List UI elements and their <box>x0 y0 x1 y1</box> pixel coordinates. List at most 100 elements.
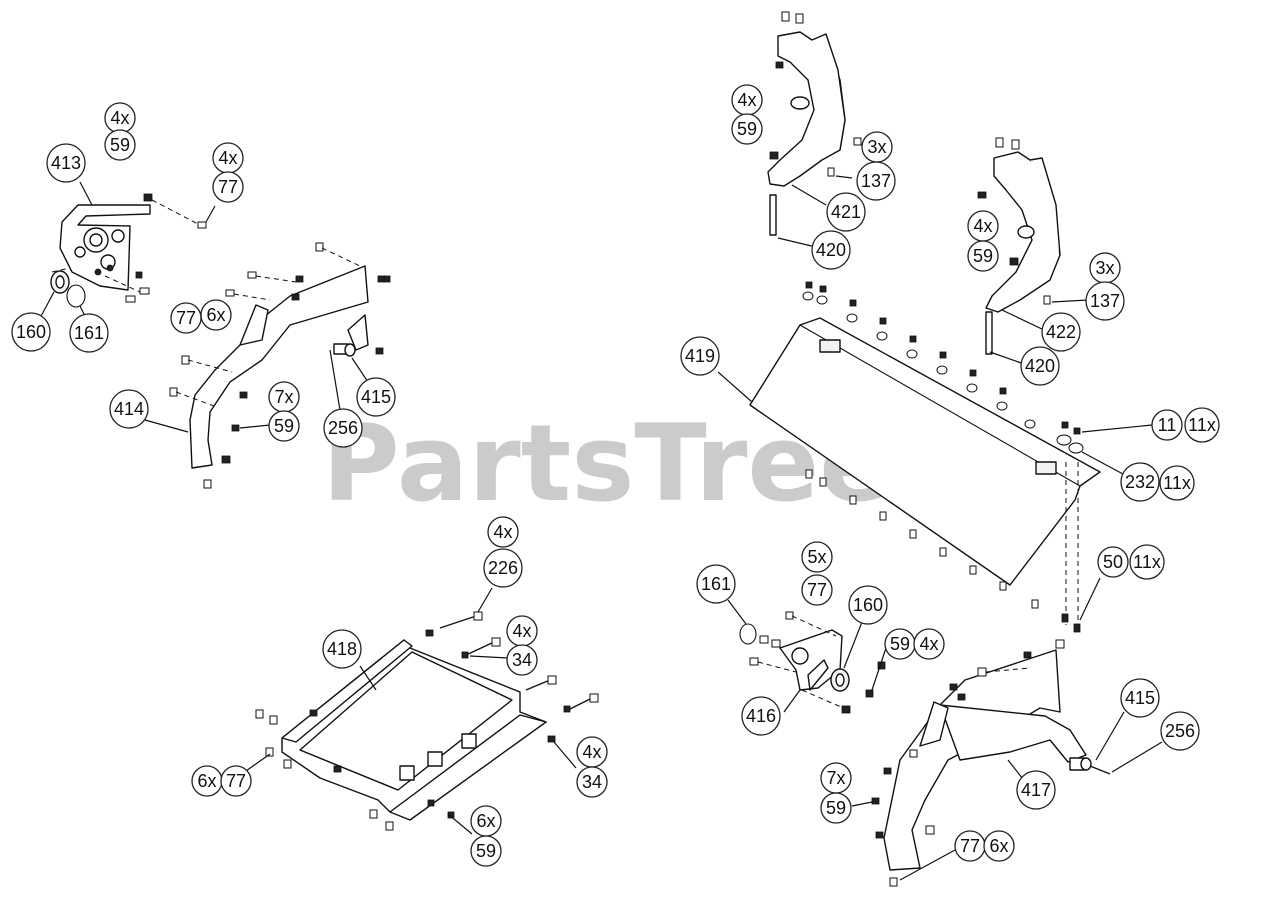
callout-77: 77 <box>170 302 202 334</box>
svg-text:11x: 11x <box>1133 552 1161 572</box>
callout-qty: 4x <box>967 210 999 242</box>
callout-qty: 11x <box>1159 465 1195 501</box>
svg-text:59: 59 <box>274 416 294 436</box>
callout-414: 414 <box>109 389 149 429</box>
svg-text:417: 417 <box>1021 780 1051 800</box>
callout-415: 415 <box>1120 678 1160 718</box>
callout-77: 77 <box>954 830 986 862</box>
callout-qty: 11x <box>1129 544 1165 580</box>
svg-text:160: 160 <box>16 322 46 342</box>
svg-text:77: 77 <box>226 771 246 791</box>
deflector-panel-419 <box>717 317 1101 586</box>
callouts: 413 4x 59 4x 77 160 161 77 6x 414 7x 59 … <box>11 84 1220 867</box>
svg-text:6x: 6x <box>197 771 216 791</box>
callout-413: 413 <box>46 143 86 183</box>
callout-34: 34 <box>506 644 538 676</box>
callout-qty: 4x <box>487 516 519 548</box>
callout-256: 256 <box>1160 711 1200 751</box>
frame-418 <box>281 639 547 821</box>
ring-161-right <box>727 599 757 645</box>
callout-qty: 4x <box>212 142 244 174</box>
callout-420: 420 <box>811 230 851 270</box>
svg-text:137: 137 <box>861 171 891 191</box>
callout-qty: 4x <box>913 628 945 660</box>
callout-416: 416 <box>741 696 781 736</box>
svg-text:256: 256 <box>1165 721 1195 741</box>
svg-text:59: 59 <box>476 841 496 861</box>
svg-text:4x: 4x <box>493 522 512 542</box>
svg-text:420: 420 <box>816 240 846 260</box>
bracket-416 <box>749 611 887 714</box>
bearing-160-left <box>39 270 70 319</box>
callout-qty: 6x <box>983 830 1015 862</box>
svg-text:226: 226 <box>488 558 518 578</box>
callout-137: 137 <box>1085 281 1125 321</box>
callout-160: 160 <box>11 312 51 352</box>
svg-text:7x: 7x <box>274 387 293 407</box>
svg-text:160: 160 <box>853 595 883 615</box>
callout-qty: 4x <box>104 102 136 134</box>
callout-77: 77 <box>212 171 244 203</box>
svg-text:414: 414 <box>114 399 144 419</box>
callout-59: 59 <box>884 628 916 660</box>
callout-59: 59 <box>104 129 136 161</box>
svg-text:420: 420 <box>1025 356 1055 376</box>
svg-text:50: 50 <box>1103 552 1123 572</box>
svg-text:415: 415 <box>1125 688 1155 708</box>
svg-text:11x: 11x <box>1163 473 1191 493</box>
svg-text:3x: 3x <box>867 137 886 157</box>
upright-421 <box>767 11 862 249</box>
svg-text:3x: 3x <box>1095 258 1114 278</box>
svg-text:4x: 4x <box>919 634 938 654</box>
bracket-413 <box>59 181 151 291</box>
svg-text:77: 77 <box>960 836 980 856</box>
svg-text:418: 418 <box>327 639 357 659</box>
svg-text:77: 77 <box>218 177 238 197</box>
svg-text:161: 161 <box>701 574 731 594</box>
svg-text:4x: 4x <box>973 216 992 236</box>
svg-text:77: 77 <box>176 308 196 328</box>
callout-59: 59 <box>820 792 852 824</box>
svg-text:34: 34 <box>582 772 602 792</box>
svg-text:7x: 7x <box>826 768 845 788</box>
callout-161: 161 <box>696 564 736 604</box>
callout-qty: 3x <box>861 131 893 163</box>
callout-161: 161 <box>69 313 109 353</box>
svg-text:4x: 4x <box>582 742 601 762</box>
callout-418: 418 <box>322 629 362 669</box>
callout-qty: 6x <box>200 299 232 331</box>
hardware-413 <box>51 193 216 303</box>
bearing-160-right <box>830 621 863 692</box>
callout-59: 59 <box>470 835 502 867</box>
callout-232: 232 <box>1120 462 1160 502</box>
svg-text:4x: 4x <box>110 108 129 128</box>
svg-text:419: 419 <box>685 346 715 366</box>
callout-qty: 3x <box>1089 252 1121 284</box>
svg-text:59: 59 <box>110 135 130 155</box>
callout-417: 417 <box>1016 770 1056 810</box>
callout-59: 59 <box>967 240 999 272</box>
callout-qty: 4x <box>506 615 538 647</box>
svg-text:77: 77 <box>807 580 827 600</box>
upright-422 <box>977 137 1089 365</box>
svg-text:4x: 4x <box>218 148 237 168</box>
callout-420: 420 <box>1020 346 1060 386</box>
svg-text:59: 59 <box>826 798 846 818</box>
svg-text:6x: 6x <box>206 305 225 325</box>
svg-text:161: 161 <box>74 323 104 343</box>
callout-160: 160 <box>848 585 888 625</box>
svg-text:137: 137 <box>1090 291 1120 311</box>
svg-text:6x: 6x <box>476 811 495 831</box>
callout-qty: 5x <box>801 541 833 573</box>
hardware-419 <box>802 281 1153 633</box>
svg-text:422: 422 <box>1046 322 1076 342</box>
callout-422: 422 <box>1041 312 1081 352</box>
svg-text:421: 421 <box>831 202 861 222</box>
svg-text:11x: 11x <box>1188 415 1216 435</box>
svg-text:59: 59 <box>737 119 757 139</box>
side-plate-414 <box>144 265 369 469</box>
callout-qty: 6x <box>191 765 223 797</box>
ring-161-left <box>66 284 87 319</box>
svg-text:256: 256 <box>328 418 358 438</box>
